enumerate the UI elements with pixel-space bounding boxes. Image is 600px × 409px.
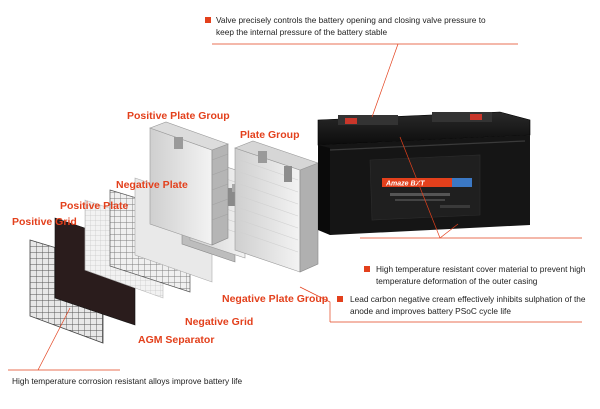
note-valve-line1: Valve precisely controls the battery ope… [216, 15, 486, 25]
label-positive-plate-group: Positive Plate Group [127, 110, 230, 122]
note-cream: Lead carbon negative cream effectively i… [350, 293, 586, 317]
label-negative-plate: Negative Plate [116, 179, 188, 191]
plate-group-assembly [234, 140, 319, 273]
note-cream-line1: Lead carbon negative cream effectively i… [350, 294, 586, 304]
note-cover: High temperature resistant cover materia… [376, 263, 585, 287]
bullet-cover [364, 266, 370, 272]
battery-illustration: Amaze BXT [317, 111, 531, 235]
label-agm-separator: AGM Separator [138, 334, 215, 346]
note-cream-line2: anode and improves battery PSoC cycle li… [350, 306, 511, 316]
label-positive-plate: Positive Plate [60, 200, 129, 212]
note-alloy: High temperature corrosion resistant all… [12, 376, 243, 386]
note-cover-line1: High temperature resistant cover materia… [376, 264, 586, 274]
positive-plate-group-stack [149, 121, 229, 246]
note-valve-line2: keep the internal pressure of the batter… [216, 27, 388, 37]
bullet-valve [205, 17, 211, 23]
label-negative-plate-group: Negative Plate Group [222, 293, 329, 305]
battery-brand-text: Amaze BXT [385, 181, 425, 188]
label-negative-grid: Negative Grid [185, 316, 254, 328]
battery-brand-bar [382, 178, 452, 187]
label-positive-grid: Positive Grid [12, 216, 77, 228]
note-valve: Valve precisely controls the battery ope… [216, 14, 486, 38]
bullet-cream [337, 296, 343, 302]
label-plate-group: Plate Group [240, 129, 300, 141]
callout-lines [8, 43, 582, 371]
note-cover-line2: temperature deformation of the outer cas… [376, 276, 538, 286]
